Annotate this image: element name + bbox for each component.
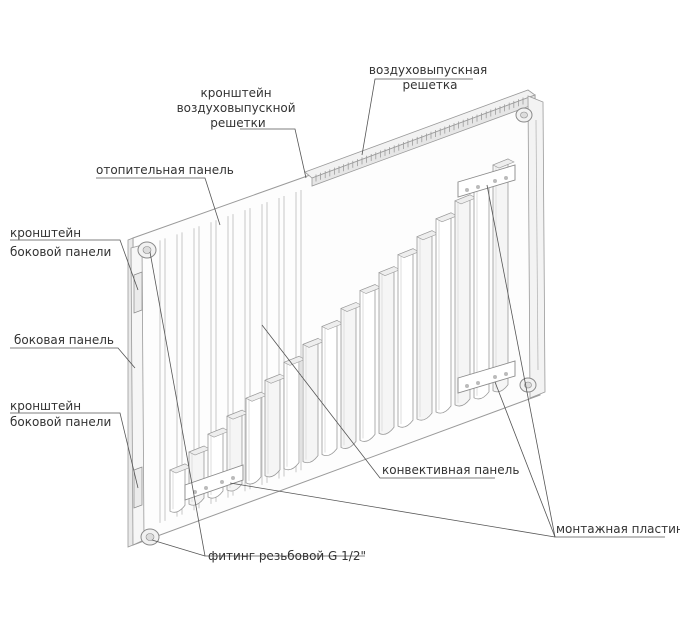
fitting-bottom-left (140, 528, 160, 546)
convection-fin (169, 463, 192, 513)
label-heating-panel: отопительная панель (96, 163, 234, 177)
leader-lines (10, 78, 665, 557)
mounting-plate-top (457, 164, 516, 198)
convection-fin (492, 158, 515, 393)
air-grille-shape (304, 89, 536, 187)
label-mounting-plate: монтажная пластина (556, 522, 680, 536)
label-side-bracket-bottom: кронштейн боковой панели (10, 399, 111, 429)
side-bracket-top-shape (133, 271, 143, 314)
convection-fin (454, 194, 477, 407)
labels: воздуховыпускная решетка кронштейн возду… (10, 63, 680, 563)
label-side-bracket-top: кронштейн боковой панели (10, 226, 111, 259)
convection-panel-fins (169, 158, 515, 513)
convection-fin (340, 301, 363, 449)
label-side-panel: боковая панель (14, 333, 114, 347)
convection-fin (264, 373, 287, 478)
radiator-illustration (127, 89, 546, 548)
convection-fin (245, 391, 268, 485)
convection-fin (283, 355, 306, 471)
fitting-bottom-right (519, 377, 537, 393)
label-grille-bracket: кронштейн воздуховыпускной решетки (177, 86, 300, 130)
convection-fin (321, 319, 344, 457)
label-fitting: фитинг резьбовой G 1/2" (208, 549, 366, 563)
label-convection-panel: конвективная панель (382, 463, 519, 477)
mounting-plate-low-left (184, 464, 244, 501)
convection-fin (435, 212, 458, 414)
convection-fin (378, 266, 401, 435)
label-air-grille: воздуховыпускная решетка (369, 63, 491, 92)
fitting-top-left (137, 241, 157, 259)
convection-fin (416, 230, 439, 421)
convection-fin (359, 283, 382, 442)
fitting-top-right (515, 107, 533, 123)
right-side-edge (527, 95, 546, 399)
convection-fin (397, 248, 420, 428)
mounting-plate-bottom (457, 360, 516, 394)
